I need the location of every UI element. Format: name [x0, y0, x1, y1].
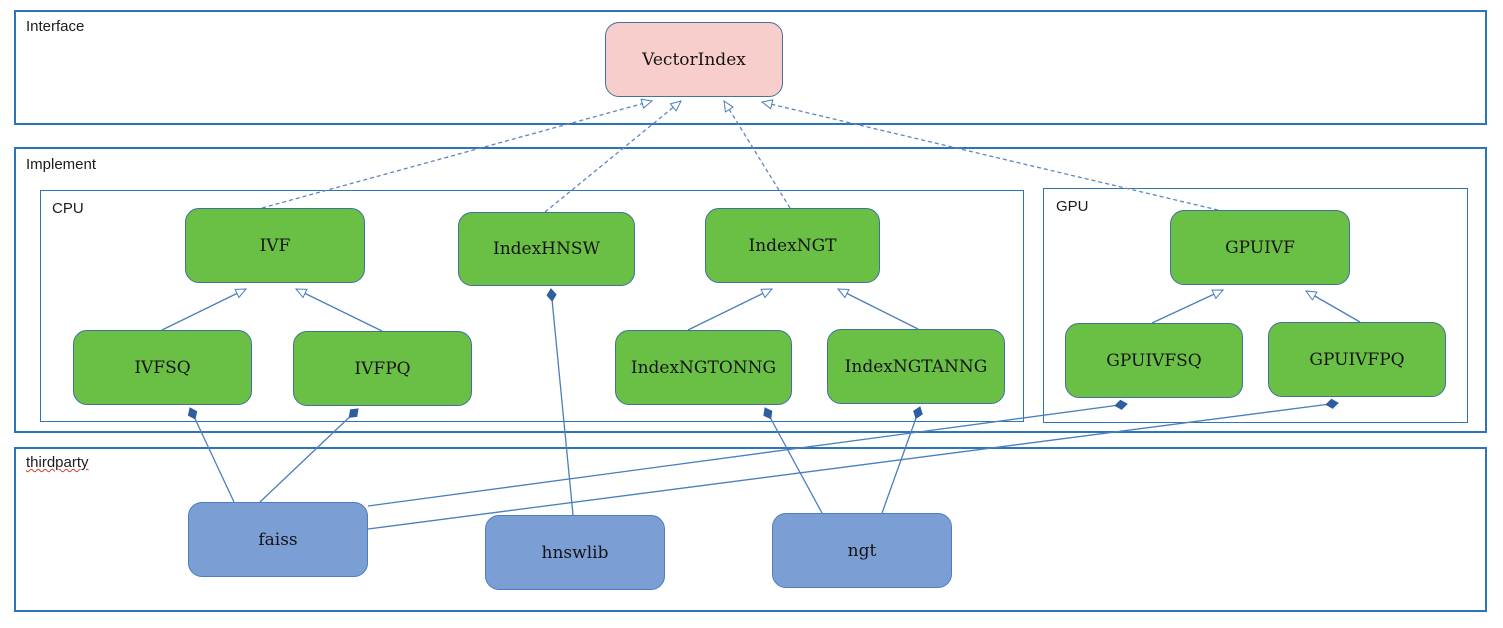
- node-ngt-label: ngt: [847, 540, 877, 561]
- edge-ivfpq-ivf: [294, 288, 383, 332]
- node-gpuivfsq-label: GPUIVFSQ: [1106, 350, 1202, 371]
- node-ngt: ngt: [772, 513, 952, 588]
- node-ivfpq: IVFPQ: [293, 331, 472, 406]
- edge-indexngtanng-indexngt: [836, 288, 919, 330]
- node-indexngtonng-label: IndexNGTONNG: [630, 357, 777, 378]
- node-indexhnsw-label: IndexHNSW: [492, 239, 600, 259]
- gpu-container: [1043, 188, 1468, 423]
- edge-gpuivfpq-gpuivf: [1304, 290, 1361, 323]
- thirdparty-container-label: thirdparty: [26, 454, 89, 471]
- node-ivf: IVF: [185, 208, 365, 283]
- interface-container-label: Interface: [26, 18, 85, 35]
- node-gpuivfpq-label: GPUIVFPQ: [1309, 349, 1405, 370]
- node-gpuivf-label: GPUIVF: [1225, 237, 1295, 258]
- node-ivfpq-label: IVFPQ: [354, 358, 411, 379]
- node-indexhnsw: IndexHNSW: [458, 212, 635, 286]
- node-indexngt-label: IndexNGT: [748, 235, 837, 256]
- node-vectorindex: VectorIndex: [605, 22, 783, 97]
- node-indexngt: IndexNGT: [705, 208, 880, 283]
- edge-indexngt-vectorindex: [723, 99, 791, 209]
- node-hnswlib-label: hnswlib: [541, 542, 609, 563]
- edge-ivfsq-ivf: [161, 288, 248, 331]
- edge-hnswlib-indexhnsw: [546, 288, 574, 516]
- node-ivfsq-label: IVFSQ: [134, 357, 191, 378]
- node-gpuivf: GPUIVF: [1170, 210, 1350, 285]
- interface-container: [14, 10, 1487, 125]
- implement-container-label: Implement: [26, 156, 97, 173]
- edge-gpuivf-vectorindex: [760, 99, 1219, 211]
- cpu-container: [40, 190, 1024, 422]
- cpu-container-label: CPU: [52, 200, 84, 217]
- edge-faiss-ivfsq: [187, 407, 235, 503]
- edge-ivf-vectorindex: [261, 98, 654, 209]
- node-faiss: faiss: [188, 502, 368, 577]
- node-gpuivfpq: GPUIVFPQ: [1268, 322, 1446, 397]
- node-indexngtonng: IndexNGTONNG: [615, 330, 792, 405]
- edge-indexngtonng-indexngt: [687, 288, 774, 331]
- thirdparty-container: [14, 447, 1487, 612]
- edge-ngt-indexngtonng: [763, 407, 823, 514]
- edge-faiss-ivfpq: [259, 408, 359, 503]
- edge-gpuivfsq-gpuivf: [1151, 289, 1225, 324]
- edge-faiss-gpuivfsq: [367, 399, 1128, 507]
- node-gpuivfsq: GPUIVFSQ: [1065, 323, 1243, 398]
- node-ivf-label: IVF: [259, 235, 291, 256]
- edge-indexhnsw-vectorindex: [544, 100, 682, 213]
- node-indexngtanng-label: IndexNGTANNG: [844, 356, 988, 377]
- node-indexngtanng: IndexNGTANNG: [827, 329, 1005, 404]
- gpu-container-label: GPU: [1056, 198, 1089, 215]
- node-faiss-label: faiss: [258, 529, 298, 550]
- node-vectorindex-label: VectorIndex: [642, 49, 746, 70]
- edge-faiss-gpuivfpq: [367, 398, 1339, 530]
- node-hnswlib: hnswlib: [485, 515, 665, 590]
- implement-container: [14, 147, 1487, 433]
- node-ivfsq: IVFSQ: [73, 330, 252, 405]
